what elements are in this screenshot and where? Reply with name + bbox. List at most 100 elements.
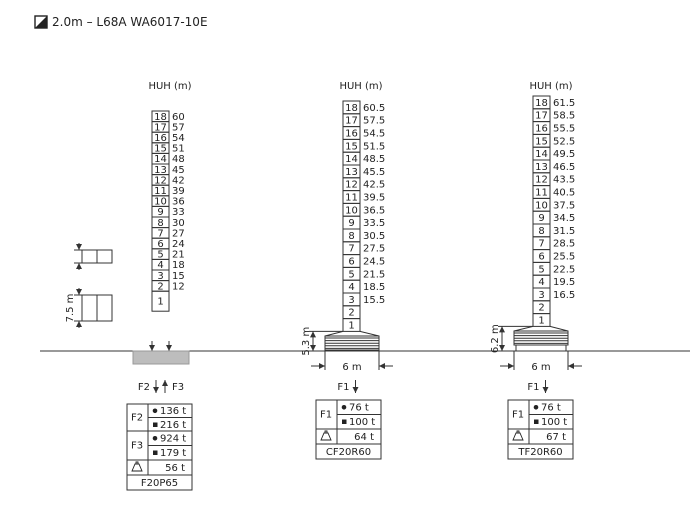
section-number-2: 2 — [348, 308, 354, 319]
header-title: 2.0m – L68A WA6017-10E — [52, 15, 208, 29]
hook-height-30.5: 30.5 — [363, 231, 385, 242]
value-weight: 64 t — [354, 432, 374, 443]
hook-height-40.5: 40.5 — [553, 188, 575, 199]
section-number-4: 4 — [538, 277, 544, 288]
section-number-1: 1 — [157, 297, 163, 308]
width-dim-arrow — [568, 363, 574, 369]
weight-icon — [320, 430, 332, 441]
square-bullet — [153, 450, 158, 455]
hook-height-49.5: 49.5 — [553, 149, 575, 160]
hook-height-39.5: 39.5 — [363, 193, 385, 204]
section-number-8: 8 — [538, 226, 544, 237]
section-number-12: 12 — [345, 180, 358, 191]
dot-bullet — [152, 436, 158, 441]
base-width-1: 6 m — [342, 362, 361, 373]
section-number-12: 12 — [535, 175, 548, 186]
section-number-4: 4 — [157, 260, 163, 271]
section-number-5: 5 — [348, 269, 354, 280]
dot-bullet — [341, 405, 347, 410]
config-name: CF20R60 — [326, 447, 371, 458]
height-dim-arrow — [499, 326, 505, 333]
hook-height-60.5: 60.5 — [363, 103, 385, 114]
force-arrowhead-F2 — [153, 387, 159, 393]
hook-height-60: 60 — [172, 112, 185, 123]
section-number-17: 17 — [535, 111, 548, 122]
section-number-11: 11 — [154, 186, 167, 197]
weight-icon-shape — [320, 430, 332, 441]
weight-icon-shape — [512, 430, 524, 441]
weight-icon — [131, 461, 143, 472]
height-dim-arrow — [310, 331, 316, 338]
foundation-block — [132, 350, 190, 365]
section-number-13: 13 — [345, 167, 358, 178]
ballast-stack — [324, 335, 380, 351]
force-label-F1-2: F1 — [527, 382, 539, 393]
legend-height-label: 7.5 m — [65, 294, 76, 323]
hook-height-57.5: 57.5 — [363, 116, 385, 127]
hook-height-34.5: 34.5 — [553, 213, 575, 224]
hook-height-36: 36 — [172, 197, 185, 208]
ballast-stack — [513, 330, 569, 346]
hook-height-31.5: 31.5 — [553, 226, 575, 237]
legend-arrow — [76, 244, 82, 250]
section-number-3: 3 — [157, 271, 163, 282]
hook-height-36.5: 36.5 — [363, 205, 385, 216]
section-number-18: 18 — [345, 103, 358, 114]
section-number-4: 4 — [348, 282, 354, 293]
hook-height-46.5: 46.5 — [553, 162, 575, 173]
config-name: TF20R60 — [517, 447, 562, 458]
section-number-6: 6 — [157, 239, 163, 250]
huh-label-0: HUH (m) — [148, 81, 191, 92]
section-number-6: 6 — [348, 257, 354, 268]
section-number-9: 9 — [157, 207, 163, 218]
hook-height-57: 57 — [172, 122, 185, 133]
section-number-14: 14 — [345, 154, 358, 165]
hook-height-21: 21 — [172, 250, 185, 261]
hook-height-22.5: 22.5 — [553, 264, 575, 275]
hook-height-18.5: 18.5 — [363, 282, 385, 293]
hook-height-15.5: 15.5 — [363, 295, 385, 306]
hook-height-39: 39 — [172, 186, 185, 197]
section-number-5: 5 — [157, 250, 163, 261]
section-number-13: 13 — [154, 165, 167, 176]
hook-height-51.5: 51.5 — [363, 141, 385, 152]
force-arrowhead-F3 — [162, 380, 168, 386]
hook-height-48: 48 — [172, 154, 185, 165]
value-F1-dot: 76 t — [541, 403, 561, 414]
value-F3-square: 179 t — [160, 448, 186, 459]
section-number-13: 13 — [535, 162, 548, 173]
hook-height-51: 51 — [172, 144, 185, 155]
square-bullet — [534, 419, 539, 424]
section-number-11: 11 — [535, 188, 548, 199]
anchor-arrow — [149, 345, 155, 351]
force-label-F3: F3 — [172, 382, 184, 393]
section-number-10: 10 — [535, 200, 548, 211]
value-F2-square: 216 t — [160, 420, 186, 431]
weight-icon-shape — [131, 461, 143, 472]
anchor-arrow — [166, 345, 172, 351]
frame-strut — [513, 325, 534, 332]
hook-height-15: 15 — [172, 271, 185, 282]
hook-height-55.5: 55.5 — [553, 124, 575, 135]
value-F1-dot: 76 t — [349, 403, 369, 414]
legend-arrow — [76, 321, 82, 327]
section-number-12: 12 — [154, 175, 167, 186]
section-number-9: 9 — [348, 218, 354, 229]
value-F2-dot: 136 t — [160, 406, 186, 417]
hook-height-33.5: 33.5 — [363, 218, 385, 229]
section-number-17: 17 — [345, 116, 358, 127]
section-number-8: 8 — [157, 218, 163, 229]
hook-height-54: 54 — [172, 133, 185, 144]
width-dim-arrow — [379, 363, 385, 369]
square-bullet — [342, 419, 347, 424]
table-name-row — [126, 474, 193, 491]
section-number-1: 1 — [348, 321, 354, 332]
hook-height-24.5: 24.5 — [363, 257, 385, 268]
value-weight: 67 t — [546, 432, 566, 443]
section-number-3: 3 — [348, 295, 354, 306]
hook-height-43.5: 43.5 — [553, 175, 575, 186]
table-name-row — [315, 443, 382, 460]
table-force-F3: F3 — [131, 441, 143, 452]
hook-height-58.5: 58.5 — [553, 111, 575, 122]
